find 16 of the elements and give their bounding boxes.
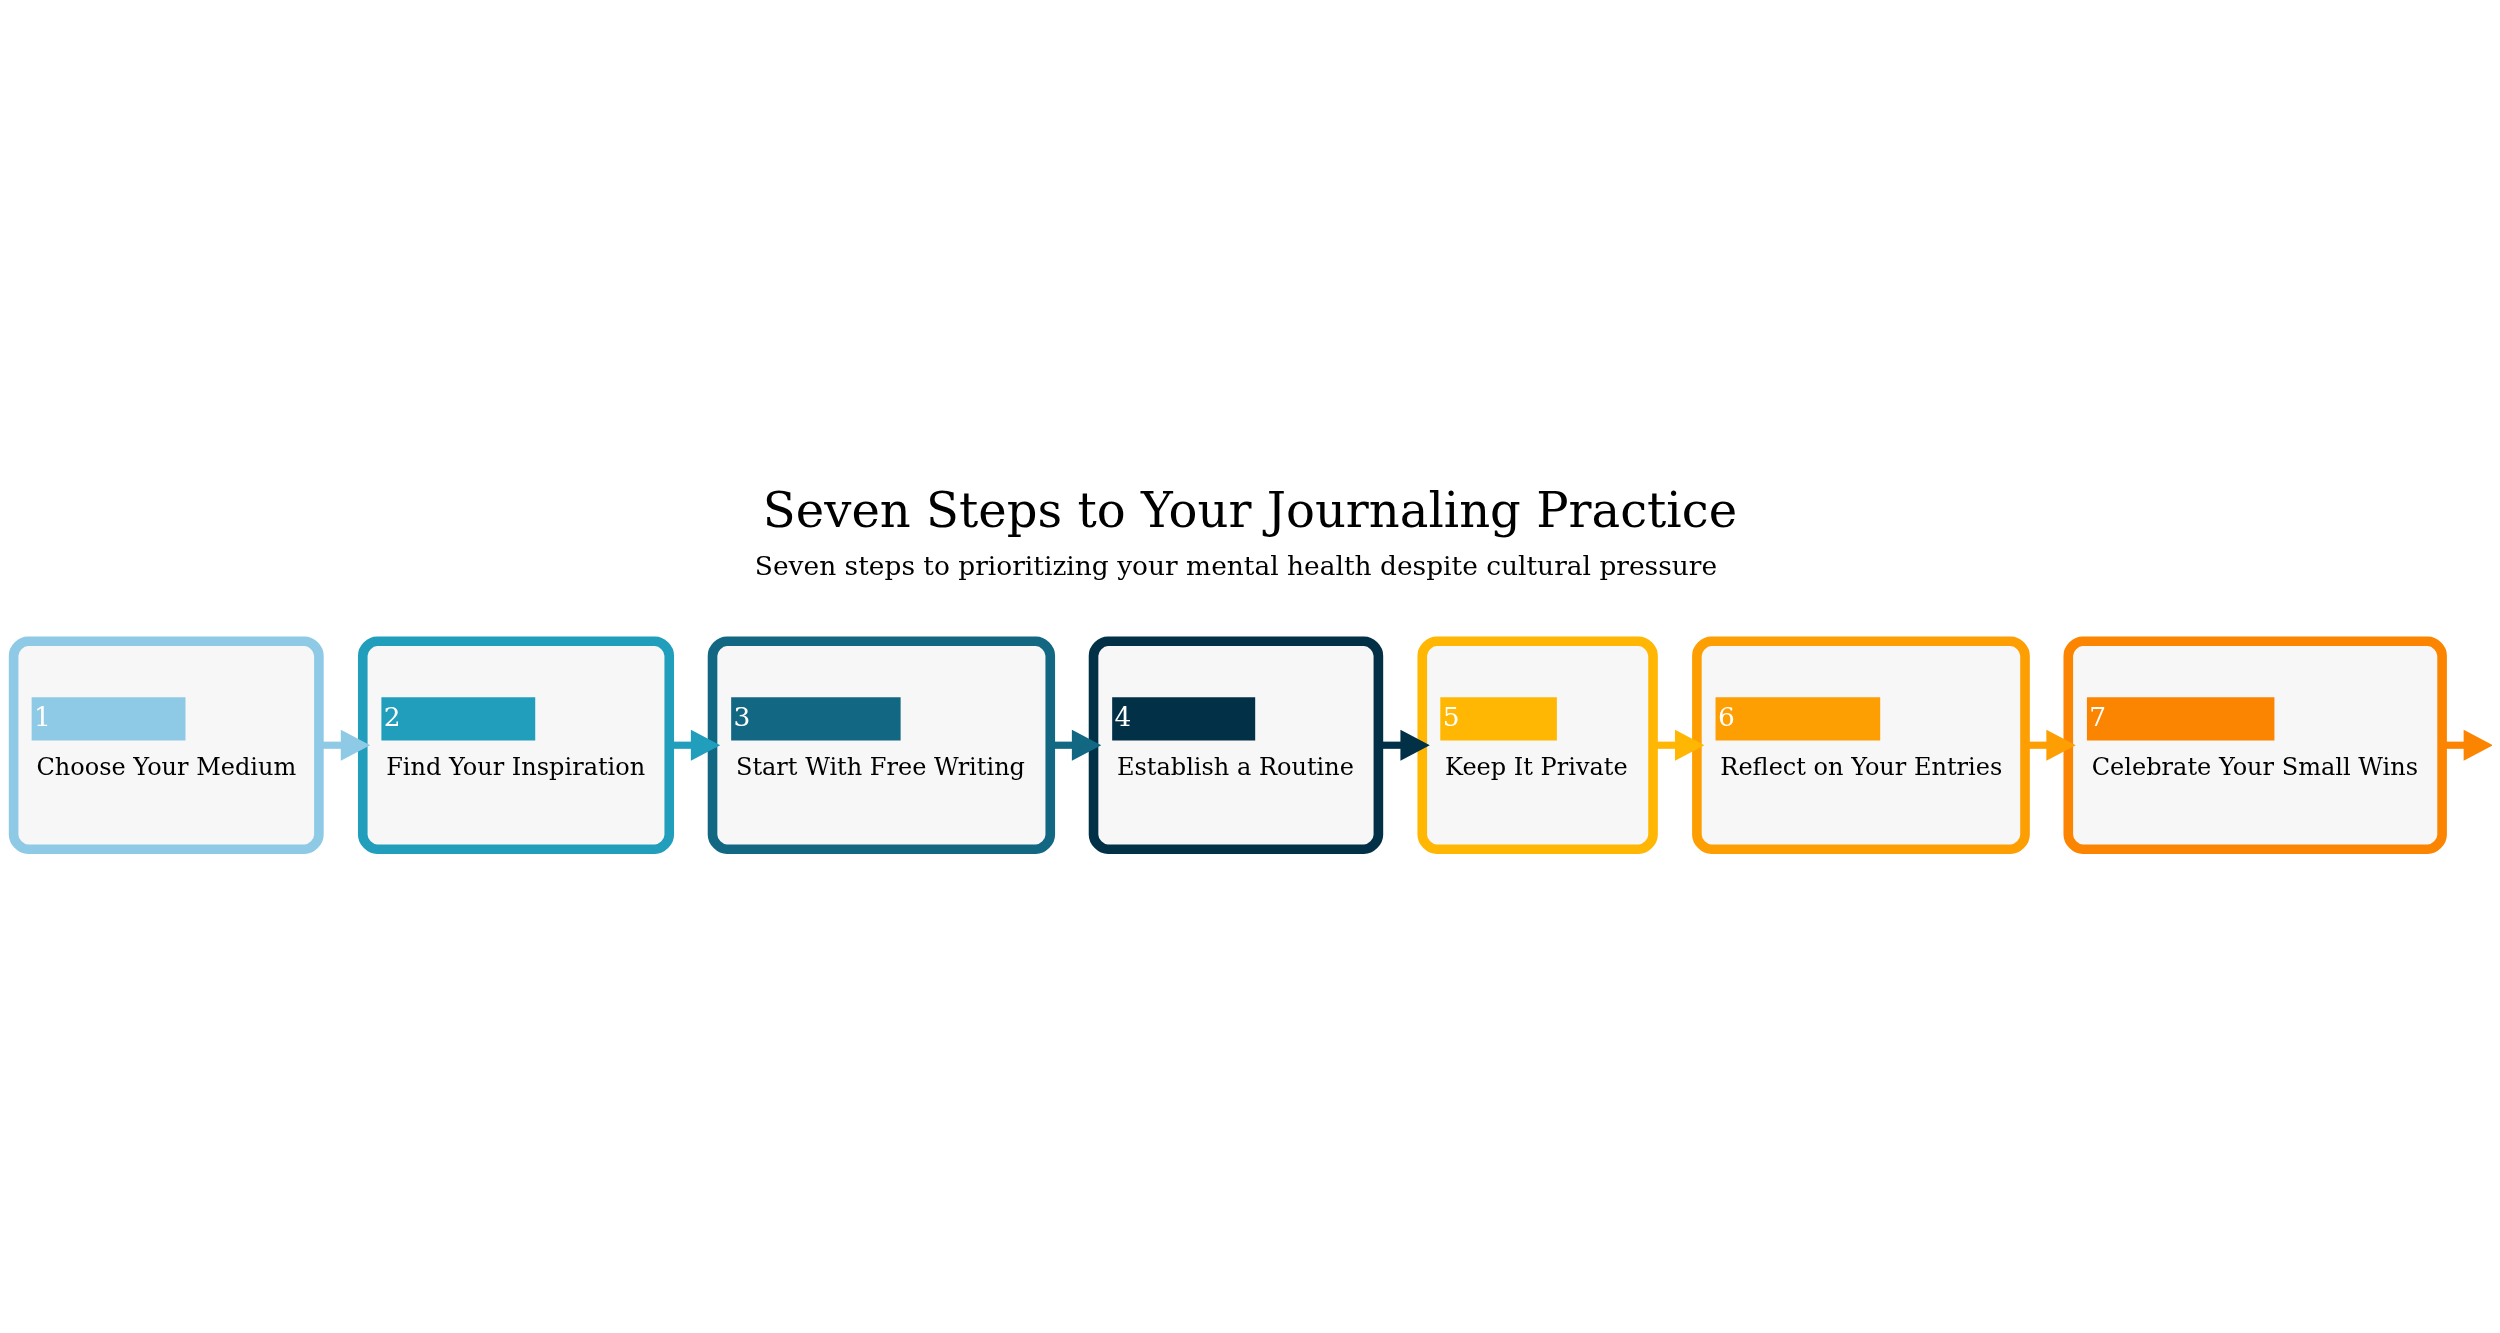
arrow — [669, 729, 721, 761]
node-box: 6 Reflect on Your Entries — [1692, 636, 2030, 854]
node-box: 2 Find Your Inspiration — [357, 636, 675, 854]
arrow — [1050, 729, 1102, 761]
arrow — [2025, 729, 2076, 761]
node-box: 1 Choose Your Medium — [8, 636, 324, 854]
label: Seven steps to prioritizing your mental health despite cultural pressure — [754, 549, 1718, 581]
arrow — [2442, 729, 2492, 761]
node-box: 3 Start With Free Writing — [707, 636, 1056, 854]
node-box: 7 Celebrate Your Small Wins — [2063, 636, 2447, 854]
arrow — [318, 729, 371, 761]
node-box: 4 Establish a Routine — [1088, 636, 1384, 854]
arrow — [1653, 729, 1705, 761]
diagram-title: Seven Steps to Your Journaling Practice — [762, 482, 1738, 539]
node-box: 5 Keep It Private — [1417, 636, 1658, 854]
arrow — [1378, 729, 1430, 761]
